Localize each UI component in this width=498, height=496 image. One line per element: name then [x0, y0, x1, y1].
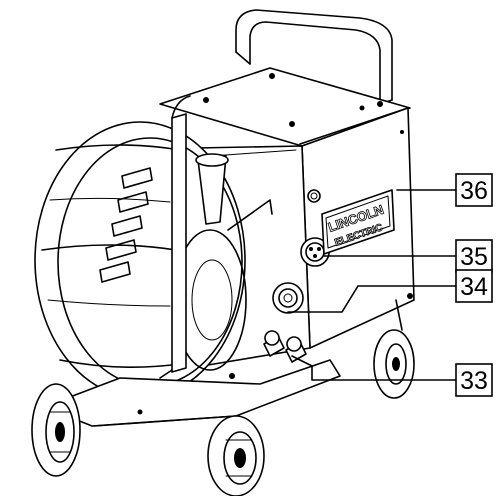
- callout-35: 35: [455, 239, 493, 273]
- housing-top: [159, 67, 411, 157]
- component-33-gas-fittings: [263, 330, 307, 363]
- wheel-front-right: [207, 415, 265, 496]
- wire-spool-cover: [34, 121, 247, 399]
- callout-35-label: 35: [460, 243, 488, 271]
- wheel-rear-right: [373, 299, 415, 399]
- callout-36: 36: [455, 173, 493, 207]
- wheel-front-left: [31, 383, 81, 477]
- callout-33-label: 33: [460, 367, 488, 395]
- component-36-indicator: [307, 189, 321, 203]
- top-handle: [235, 9, 393, 105]
- cover-hinges: [99, 167, 153, 283]
- callout-34: 34: [455, 269, 493, 303]
- callout-34-label: 34: [460, 273, 488, 301]
- callout-36-label: 36: [460, 177, 488, 205]
- handle-bar: [171, 95, 191, 373]
- component-34-socket: [272, 282, 304, 314]
- callout-33: 33: [455, 363, 493, 397]
- component-35-connector: [300, 237, 330, 267]
- gun-holder: [195, 153, 273, 231]
